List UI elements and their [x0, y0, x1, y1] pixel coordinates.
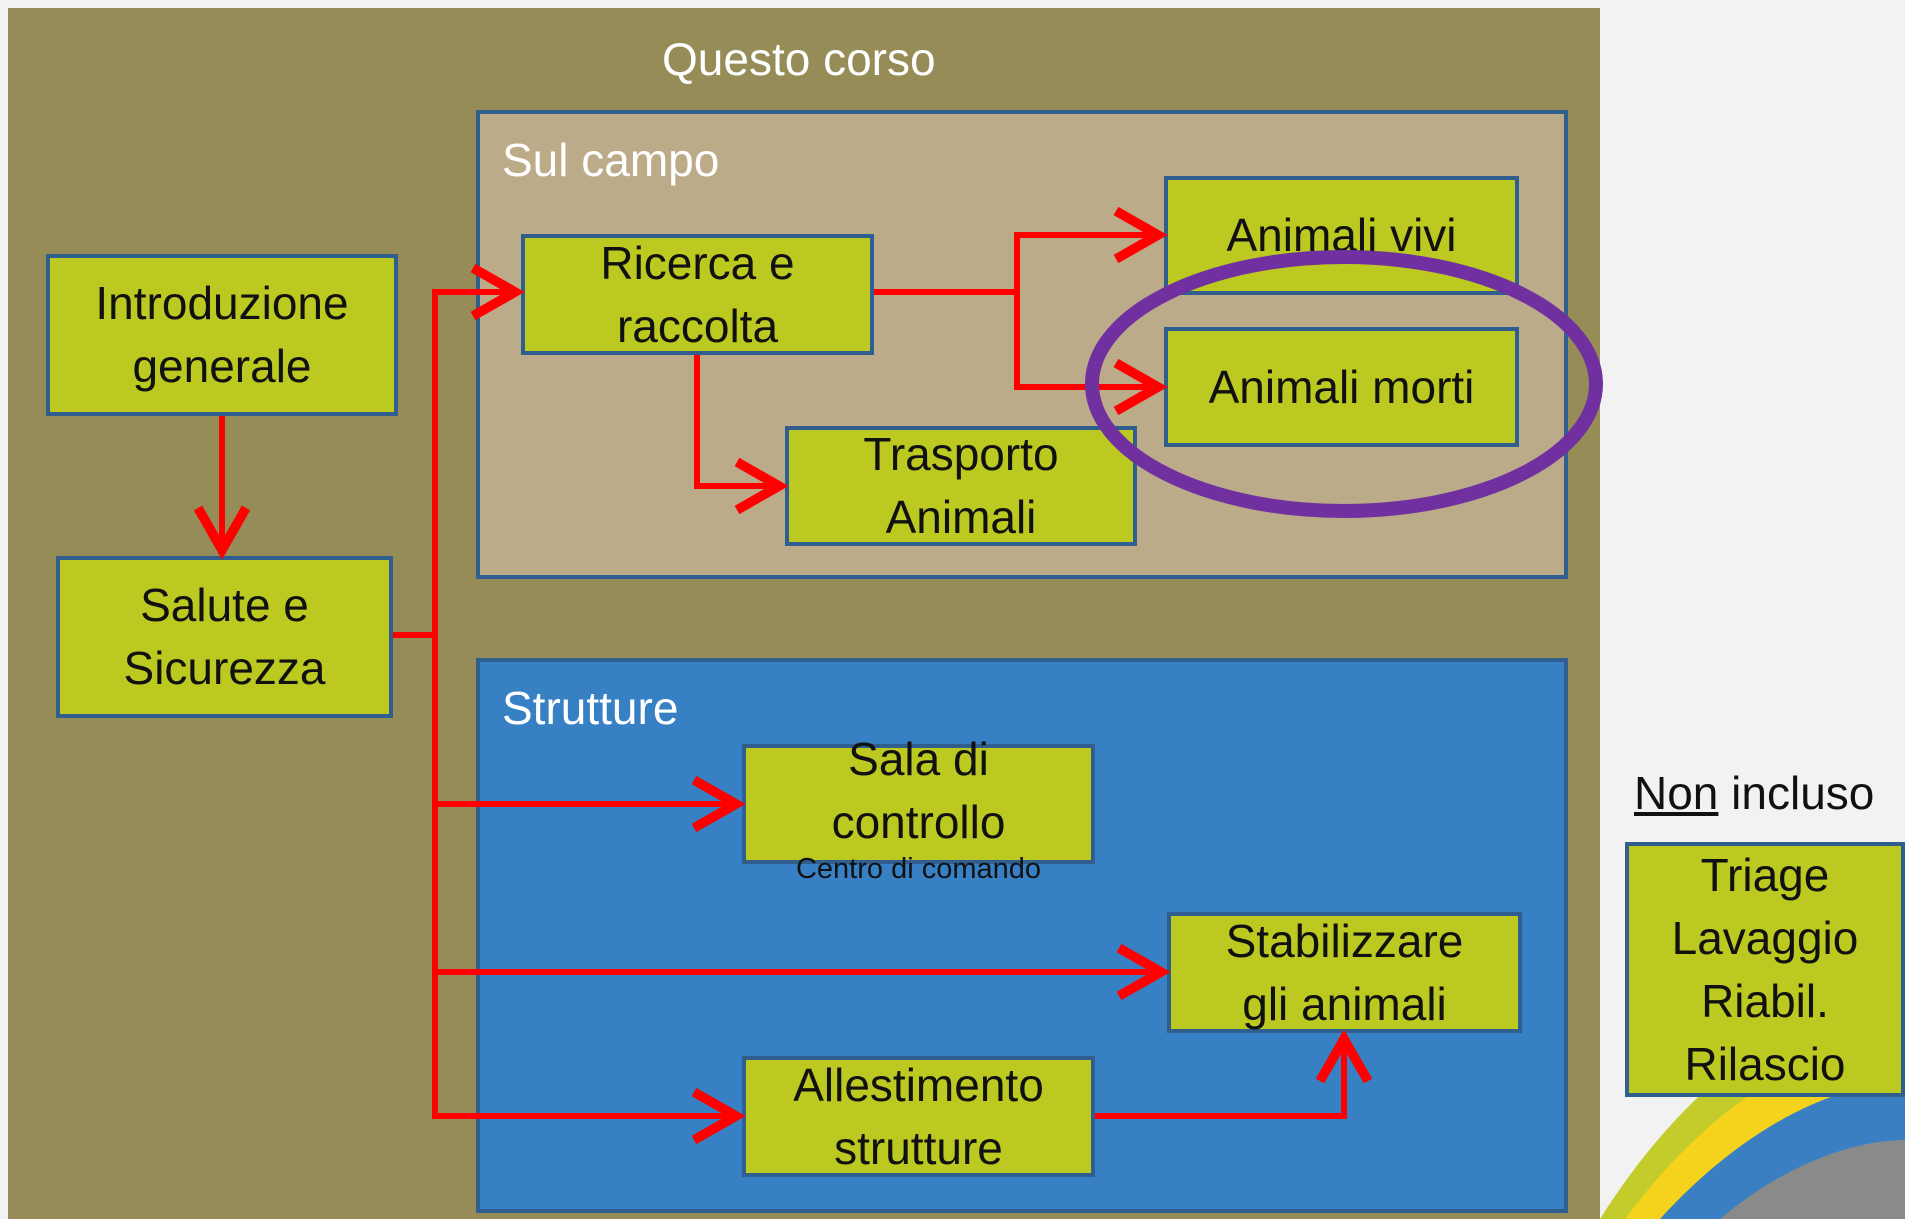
excluded-line-4: Rilascio [1684, 1037, 1846, 1090]
excluded-line-1: Triage [1700, 848, 1830, 901]
stabilize-box: Stabilizzare gli animali [1167, 912, 1522, 1033]
transport-box: Trasporto Animali [785, 426, 1137, 546]
not-included-rest: incluso [1718, 767, 1875, 819]
setup-line-2: strutture [834, 1121, 1003, 1174]
facility-setup-box: Allestimento strutture [742, 1056, 1095, 1177]
search-line-2: raccolta [616, 299, 779, 352]
control-line-2: controllo [831, 796, 1006, 848]
course-title: Questo corso [662, 33, 936, 85]
excluded-line-2: Lavaggio [1671, 911, 1859, 964]
live-line-1: Animali vivi [1226, 209, 1457, 261]
intro-line-2: generale [132, 340, 312, 392]
dead-animals-box: Animali morti [1164, 327, 1519, 447]
stabilize-line-2: gli animali [1242, 977, 1447, 1030]
live-animals-box: Animali vivi [1164, 176, 1519, 295]
health-safety-box: Salute e Sicurezza [56, 556, 393, 718]
intro-box: Introduzione generale [46, 254, 398, 416]
search-line-1: Ricerca e [600, 236, 795, 289]
excluded-line-3: Riabil. [1701, 974, 1829, 1027]
not-included-label: Non incluso [1634, 766, 1874, 820]
dead-line-1: Animali morti [1208, 360, 1475, 413]
stabilize-line-1: Stabilizzare [1225, 914, 1464, 967]
control-room-box: Sala di controllo [742, 733, 1095, 864]
search-collect-box: Ricerca e raccolta [521, 234, 874, 355]
transport-line-2: Animali [885, 491, 1037, 543]
intro-line-1: Introduzione [95, 277, 349, 329]
not-included-emphasis: Non [1634, 767, 1719, 819]
control-line-1: Sala di [848, 733, 989, 785]
facilities-region-title: Strutture [502, 682, 679, 734]
transport-line-1: Trasporto [863, 428, 1059, 480]
health-line-2: Sicurezza [123, 642, 326, 694]
excluded-steps-box: Triage Lavaggio Riabil. Rilascio [1625, 842, 1905, 1097]
control-room-subtitle: Centro di comando [795, 853, 1042, 885]
health-line-1: Salute e [140, 579, 309, 631]
field-region-title: Sul campo [502, 134, 720, 186]
setup-line-1: Allestimento [793, 1058, 1044, 1111]
